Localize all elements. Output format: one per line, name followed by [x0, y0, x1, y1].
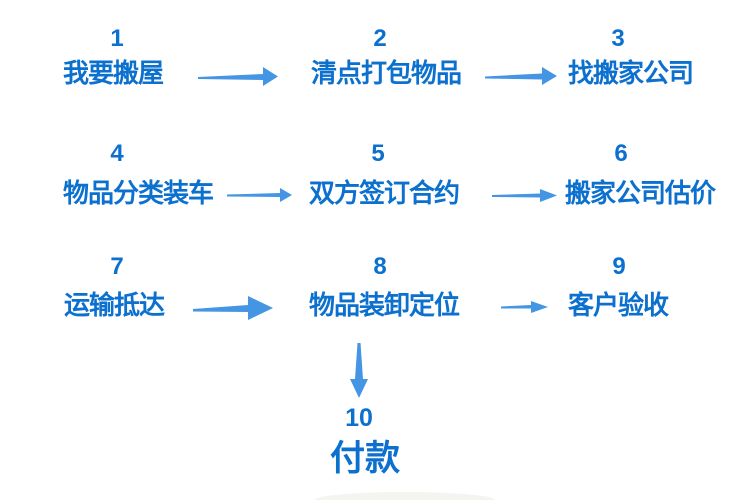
step-number-5: 5	[371, 140, 385, 167]
step-label-7: 运输抵达	[64, 290, 165, 320]
step-number-6: 6	[614, 140, 628, 167]
step-label-5: 双方签订合约	[309, 178, 460, 208]
step-number-2: 2	[373, 25, 387, 52]
arrow-step1-to-step2-icon	[198, 67, 278, 86]
step-number-10: 10	[345, 404, 373, 432]
step-label-10: 付款	[330, 439, 401, 478]
step-label-4: 物品分类装车	[63, 178, 214, 208]
arrow-step5-to-step6-icon	[492, 189, 557, 202]
arrow-step7-to-step8-icon	[193, 296, 273, 320]
arrow-step8-down-to-step10-icon	[350, 343, 368, 398]
arrow-step8-to-step9-icon	[501, 301, 548, 313]
step-number-1: 1	[110, 25, 124, 52]
arrow-step4-to-step5-icon	[227, 188, 292, 202]
step-label-9: 客户验收	[568, 290, 669, 320]
step-number-4: 4	[110, 140, 124, 167]
step-number-3: 3	[611, 25, 625, 52]
step-label-1: 我要搬屋	[63, 58, 164, 88]
step-label-6: 搬家公司估价	[565, 178, 716, 208]
step-number-8: 8	[373, 253, 387, 280]
step-label-8: 物品装卸定位	[309, 290, 460, 320]
step-number-9: 9	[612, 253, 626, 280]
bottom-cutoff-shape	[315, 492, 495, 500]
step-label-3: 找搬家公司	[568, 58, 694, 88]
step-number-7: 7	[110, 253, 124, 280]
arrow-step2-to-step3-icon	[485, 67, 557, 85]
step-label-2: 清点打包物品	[311, 58, 462, 88]
